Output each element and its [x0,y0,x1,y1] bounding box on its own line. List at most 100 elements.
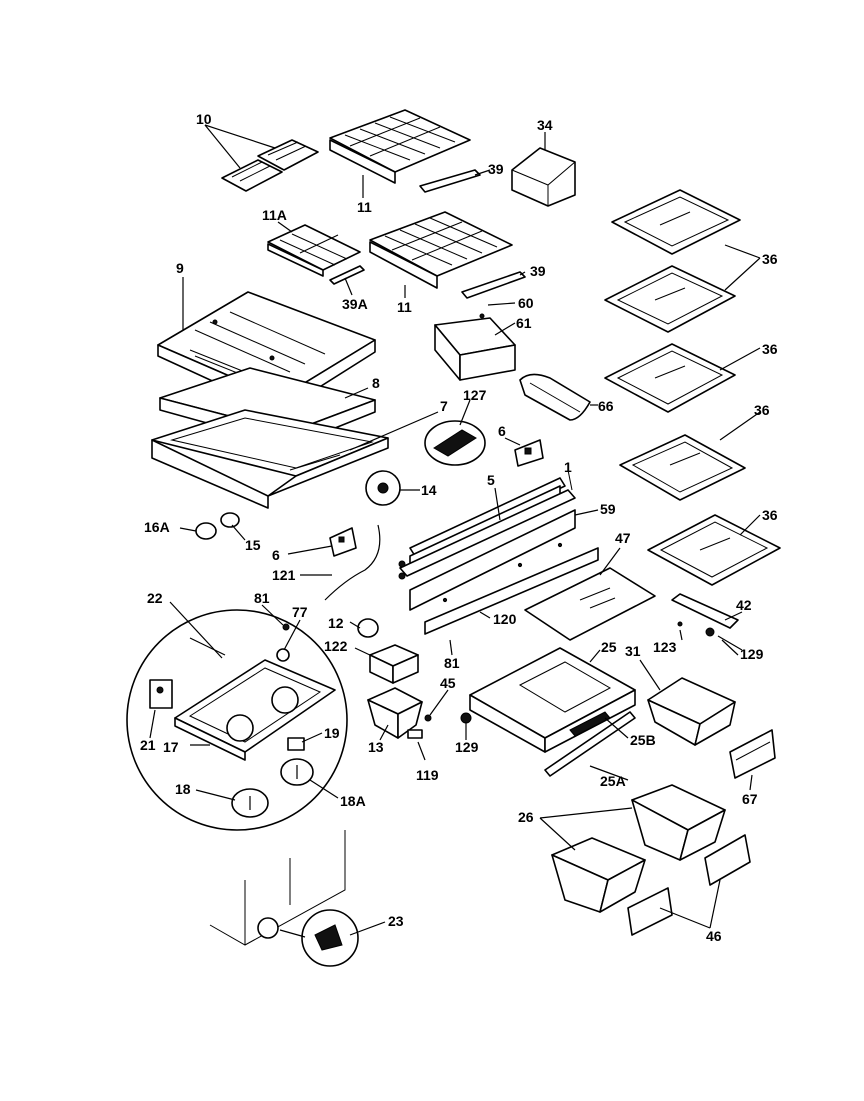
label-121: 121 [272,567,296,583]
label-18A: 18A [340,793,366,809]
label-31: 31 [625,643,641,659]
label-47: 47 [615,530,631,546]
label-15: 15 [245,537,261,553]
label-25B: 25B [630,732,656,748]
label-81: 81 [254,590,270,606]
label-9: 9 [176,260,184,276]
label-129: 129 [455,739,479,755]
label-67: 67 [742,791,758,807]
part-bin-31 [647,677,736,746]
label-5: 5 [487,472,495,488]
label-39A: 39A [342,296,368,312]
part-rail-120 [409,509,599,635]
part-slide-25A [544,711,636,777]
label-36: 36 [762,341,778,357]
part-handle-42 [671,593,739,637]
label-21: 21 [140,737,156,753]
label-6: 6 [272,547,280,563]
label-119: 119 [416,767,439,783]
label-39: 39 [530,263,546,279]
part-bracket-6-lower [329,527,357,557]
part-ice-trays [221,139,319,192]
label-34: 34 [537,117,553,133]
label-23: 23 [388,913,404,929]
part-damper-16A [195,512,240,540]
part-77 [276,648,290,662]
part-knob-18A [280,758,314,786]
label-11A: 11A [262,207,287,223]
label-22: 22 [147,590,163,606]
part-cover-122 [369,644,419,684]
part-control-knob-14 [365,470,401,506]
part-wire-shelf-lower [369,211,526,299]
part-81-screw [282,623,290,631]
label-123: 123 [653,639,677,655]
part-bracket-6-upper [514,439,544,467]
label-127: 127 [463,387,487,403]
label-6: 6 [498,423,506,439]
label-120: 120 [493,611,517,627]
part-123 [677,621,683,627]
label-17: 17 [163,739,179,755]
part-screw [398,572,406,580]
label-129: 129 [740,646,764,662]
label-66: 66 [598,398,614,414]
part-wire-shelf-11A [267,224,365,285]
label-81: 81 [444,655,460,671]
label-16A: 16A [144,519,170,535]
part-hinge-23 [279,909,359,967]
part-frame-7 [151,409,389,509]
part-glass-shelves-36 [604,189,781,586]
part-tube-22 [189,637,226,656]
part-glass-shelf-47 [524,567,656,641]
label-77: 77 [292,604,308,620]
label-11: 11 [397,299,412,315]
part-wire-shelf-upper [329,109,481,193]
label-10: 10 [196,111,212,127]
label-1: 1 [564,459,572,475]
part-bins-26 [551,784,726,913]
label-8: 8 [372,375,380,391]
label-39: 39 [488,161,504,177]
label-36: 36 [762,507,778,523]
part-front-67 [729,729,776,779]
part-control-housing-17 [174,659,336,761]
part-bin-34 [511,147,576,207]
label-36: 36 [754,402,770,418]
label-25: 25 [601,639,617,655]
label-36: 36 [762,251,778,267]
part-119 [407,729,423,739]
label-11: 11 [357,199,372,215]
part-vent-127 [424,420,486,466]
part-bracket-61 [434,313,516,381]
label-45: 45 [440,675,456,691]
part-12 [357,618,379,638]
label-46: 46 [706,928,722,944]
label-12: 12 [328,615,344,631]
label-59: 59 [600,501,616,517]
part-cabinet-bottom [209,830,346,946]
part-rail-5 [399,469,576,577]
label-18: 18 [175,781,191,797]
label-7: 7 [440,398,448,414]
part-fronts-46 [627,834,751,936]
part-channel-66 [519,373,591,421]
label-26: 26 [518,809,534,825]
part-drawer-25 [469,647,636,753]
part-cable-121 [324,524,381,601]
leader-lines [149,124,761,936]
label-42: 42 [736,597,752,613]
part-valve-21 [149,679,173,709]
callout-labels: 10 11 39 34 11A 39A 11 39 9 8 7 127 14 6… [140,111,778,944]
part-knob-18 [231,788,269,818]
label-122: 122 [324,638,348,654]
label-14: 14 [421,482,437,498]
label-61: 61 [516,315,532,331]
label-60: 60 [518,295,534,311]
label-13: 13 [368,739,384,755]
part-19 [287,737,305,751]
label-19: 19 [324,725,340,741]
part-screw [398,560,406,568]
label-25A: 25A [600,773,626,789]
